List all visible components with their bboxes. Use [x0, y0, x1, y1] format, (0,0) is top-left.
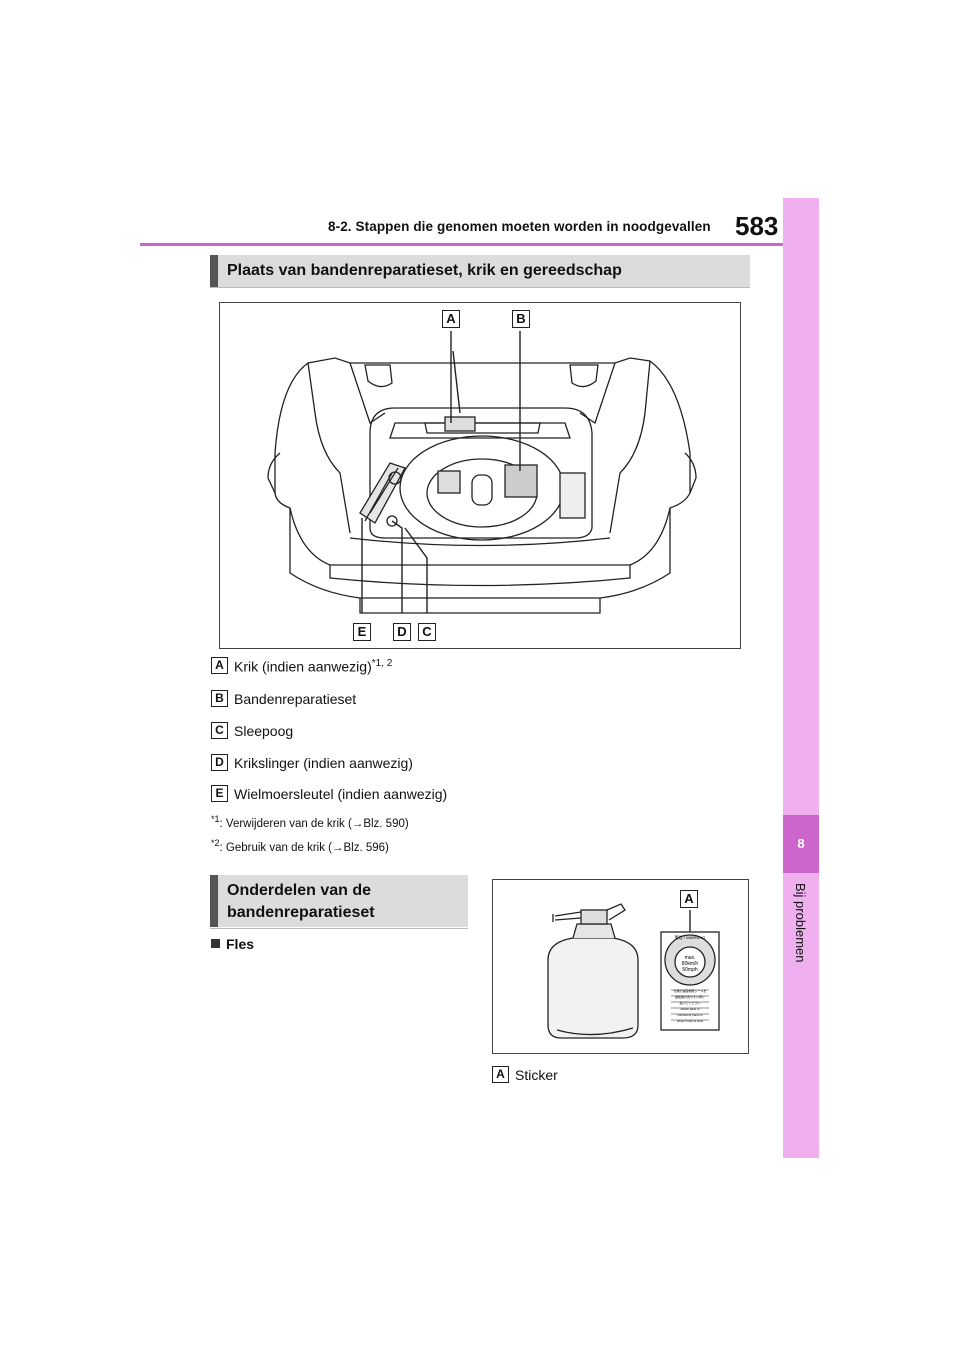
heading-rule — [210, 287, 750, 288]
bottle-drawing: max. 80km/h 50mph 警告 / WARNING 付属の速度制限シー… — [547, 903, 720, 1039]
sticker-max-label: max. — [685, 955, 696, 961]
legend-key: A — [211, 657, 228, 674]
section-heading-location-text: Plaats van bandenreparatieset, krik en g… — [227, 262, 622, 279]
sticker-line: 運転席の見やすい所に — [675, 994, 705, 999]
chapter-number: 8 — [797, 836, 805, 851]
sticker-speed-mph: 50mph — [682, 967, 698, 973]
section-title: 8-2. Stappen die genomen moeten worden i… — [328, 219, 711, 234]
legend-footnote-ref: *1, 2 — [371, 658, 393, 669]
section-heading-kit-parts-line1: Onderdelen van de — [227, 882, 372, 899]
callout-a: A — [442, 310, 460, 328]
legend-key: D — [211, 754, 228, 771]
footnote-marker: *2 — [211, 838, 220, 848]
chapter-active-marker — [783, 815, 819, 873]
sticker-warning-text: 警告 / WARNING — [675, 934, 706, 940]
footnote-text: : Verwijderen van de krik (→Blz. 590) — [219, 817, 409, 830]
legend-key: A — [492, 1066, 509, 1083]
callout-c: C — [418, 623, 436, 641]
page-number: 583 — [735, 211, 779, 241]
legend-label: Krikslinger (indien aanwezig) — [234, 755, 413, 771]
chapter-title-text: Bij problemen — [793, 883, 808, 963]
callout-b: B — [512, 310, 530, 328]
bottle-illustration: max. 80km/h 50mph 警告 / WARNING 付属の速度制限シー… — [492, 879, 749, 1054]
sticker-line: 付属の速度制限シールを — [673, 988, 706, 993]
callout-a-sticker: A — [680, 890, 698, 908]
chapter-side-tab — [783, 198, 819, 1158]
sticker-line: driver's field of view — [677, 1019, 704, 1023]
legend-label: Bandenreparatieset — [234, 691, 357, 707]
heading-rule — [210, 928, 468, 929]
legend-key: B — [211, 690, 228, 707]
sticker-line: 貼ってください — [680, 1000, 701, 1005]
legend-key: E — [211, 785, 228, 802]
section-heading-kit-parts: Onderdelen van de bandenreparatieset — [210, 875, 468, 927]
section-heading-location: Plaats van bandenreparatieset, krik en g… — [210, 255, 750, 287]
footnote-text: : Gebruik van de krik (→Blz. 596) — [219, 841, 389, 854]
sticker-speed-kmh: 80km/h — [682, 961, 699, 967]
legend-label: Sleepoog — [234, 723, 294, 739]
bullet-square-icon — [211, 939, 220, 948]
callout-e: E — [353, 623, 371, 641]
legend-label: Wielmoersleutel (indien aanwezig) — [234, 786, 448, 802]
chapter-title: Bij problemen — [793, 883, 808, 973]
header-rule — [140, 243, 790, 246]
bullet-bottle: Fles — [211, 936, 254, 952]
sticker-line: instrument panel in — [677, 1013, 703, 1017]
legend-key: C — [211, 722, 228, 739]
footnote-1: *1: Verwijderen van de krik (→Blz. 590) — [211, 814, 409, 830]
legend-label: Sticker — [515, 1067, 558, 1083]
section-heading-kit-parts-line2: bandenreparatieset — [227, 904, 375, 921]
car-trunk-drawing — [267, 331, 697, 614]
bullet-bottle-text: Fles — [226, 936, 255, 952]
legend-label: Krik (indien aanwezig) — [234, 658, 372, 675]
sticker-line: Attach label to — [680, 1007, 699, 1011]
callout-d: D — [393, 623, 411, 641]
footnote-marker: *1 — [211, 814, 220, 824]
car-trunk-illustration: A B E D C — [219, 302, 741, 649]
footnote-2: *2: Gebruik van de krik (→Blz. 596) — [211, 838, 389, 854]
